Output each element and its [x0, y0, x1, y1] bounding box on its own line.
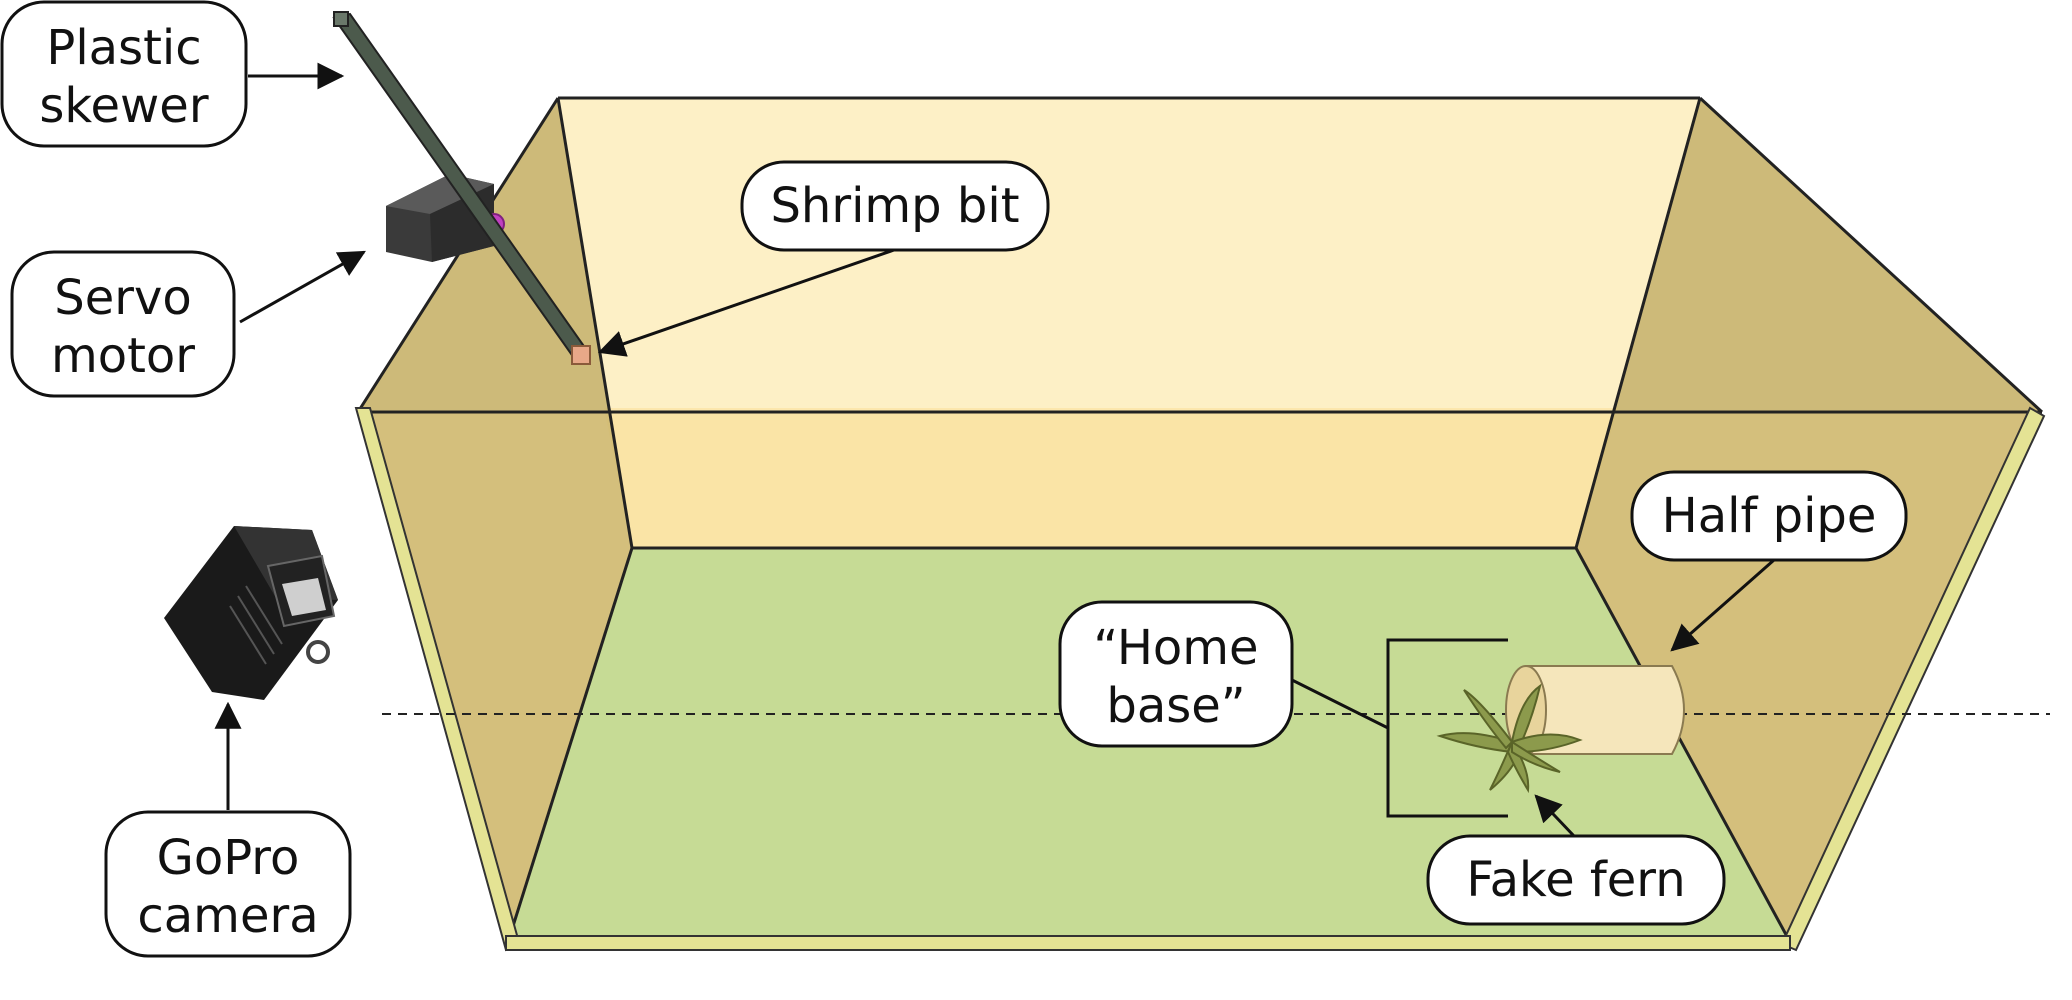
fake-fern	[1436, 683, 1583, 794]
plastic-skewer-label-line1: Plastic	[46, 20, 201, 76]
servo-motor-arrow	[239, 250, 366, 324]
callout-shrimp-bit: Shrimp bit	[740, 160, 1050, 252]
fake-fern-label: Fake fern	[1466, 852, 1685, 908]
tank-front-rim	[354, 406, 2046, 952]
callout-half-pipe: Half pipe	[1630, 470, 1908, 562]
tank-left-wall	[358, 98, 632, 942]
home-base-label-line2: base”	[1106, 678, 1245, 734]
shrimp-bit-arrow	[597, 248, 895, 357]
shrimp-bit-label: Shrimp bit	[770, 178, 1019, 234]
gopro-camera-label-line1: GoPro	[157, 830, 300, 886]
fake-fern-arrow	[1534, 794, 1576, 838]
shrimp-bit	[571, 345, 591, 365]
servo-motor-label-line2: motor	[51, 328, 195, 384]
fish-tank	[354, 96, 2046, 952]
callout-home-base: “Home base”	[1058, 600, 1294, 748]
home-base-leader	[1291, 678, 1389, 730]
half-pipe-label: Half pipe	[1662, 488, 1877, 544]
tank-back-wall-band	[604, 408, 1618, 548]
plastic-skewer-label-line2: skewer	[39, 78, 208, 134]
gopro-camera	[164, 526, 338, 700]
callout-plastic-skewer: Plastic skewer	[0, 0, 248, 148]
callout-gopro-camera: GoPro camera	[104, 810, 352, 958]
home-base-label-line1: “Home	[1093, 620, 1258, 676]
gopro-camera-label-line2: camera	[137, 888, 318, 944]
callout-servo-motor: Servo motor	[10, 250, 236, 398]
callout-fake-fern: Fake fern	[1426, 834, 1726, 926]
half-pipe-arrow	[1670, 558, 1775, 652]
servo-motor-label-line1: Servo	[54, 270, 192, 326]
